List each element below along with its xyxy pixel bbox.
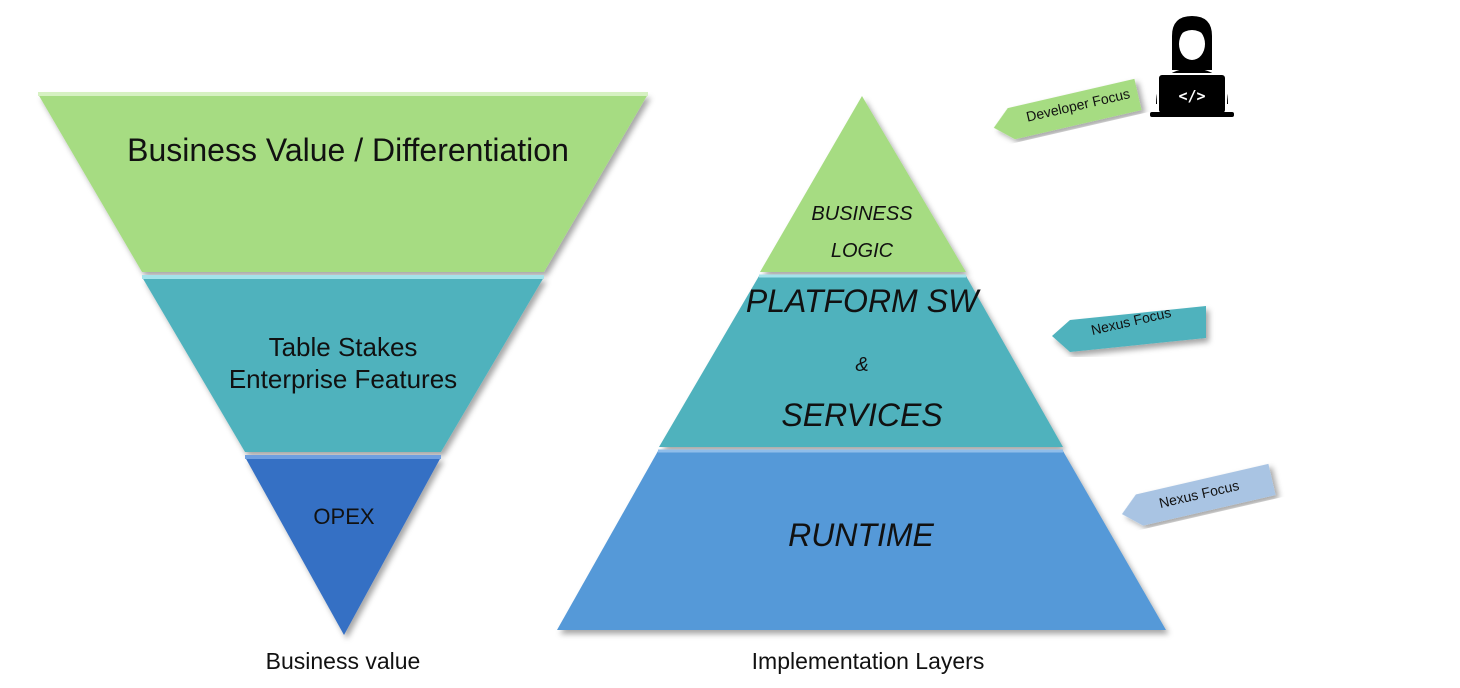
left-layer-business-value: [38, 94, 648, 272]
right-layer-2-line2: SERVICES: [781, 397, 943, 433]
left-layer-table-stakes: [142, 277, 544, 452]
left-caption: Business value: [265, 648, 421, 674]
left-layer-2-line2: Enterprise Features: [228, 364, 458, 394]
developer-laptop-icon: </>: [1150, 16, 1234, 117]
code-glyph: </>: [1178, 87, 1205, 105]
left-funnel: [38, 92, 648, 635]
left-layer-2-line1: Table Stakes: [268, 332, 418, 362]
right-layer-platform: [659, 276, 1063, 447]
nexus-focus-arrow-runtime: [1121, 463, 1276, 526]
right-layer-runtime: [557, 451, 1166, 630]
left-layer-1-label: Business Value / Differentiation: [127, 132, 569, 168]
right-layer-1-line1: BUSINESS: [811, 203, 913, 225]
right-layer-business-logic: [760, 96, 966, 272]
left-layer-3-label: OPEX: [313, 504, 375, 529]
left-layer-opex: [245, 457, 441, 635]
right-caption: Implementation Layers: [751, 648, 985, 674]
right-layer-1-label: BUSINESS LOGIC: [760, 196, 964, 270]
nexus-focus-arrow-platform: [1052, 306, 1206, 352]
right-layer-2-line1: PLATFORM SW: [745, 283, 979, 319]
right-layer-1-line2: LOGIC: [830, 240, 894, 262]
developer-focus-arrow: [993, 78, 1142, 140]
right-layer-2-amp: &: [855, 354, 869, 376]
right-layer-3-label: RUNTIME: [788, 517, 934, 553]
left-layer-2-label: Table Stakes Enterprise Features: [142, 331, 544, 395]
right-pyramid: [557, 96, 1166, 630]
